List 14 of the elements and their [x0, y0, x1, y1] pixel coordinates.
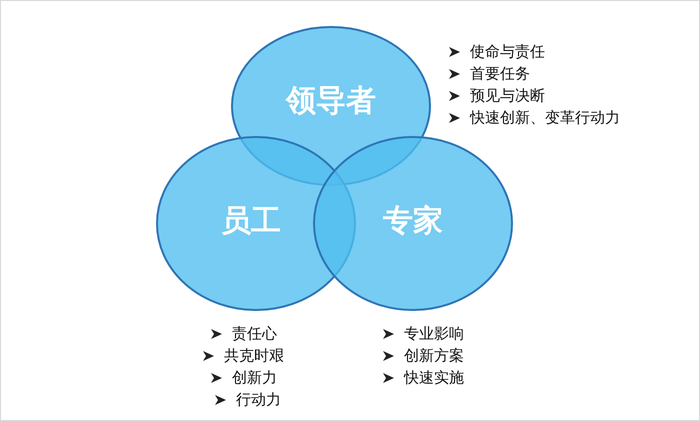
circle-label: 专家: [383, 202, 443, 240]
bullet-item: 专业影响: [404, 324, 464, 342]
bullet-item: 创新力: [232, 368, 277, 386]
circle-label: 领导者: [286, 82, 376, 120]
bullet-item: 共克时艰: [224, 346, 284, 364]
bullet-item: 责任心: [232, 324, 277, 342]
bullet-item: 创新方案: [404, 346, 464, 364]
bullet-item: 首要任务: [470, 64, 530, 82]
bullet-item: 快速创新、变革行动力: [470, 108, 620, 126]
bullet-item: 行动力: [236, 390, 281, 408]
circle-label: 员工: [221, 202, 281, 240]
bullet-item: 预见与决断: [470, 86, 545, 104]
bullet-item: 使命与责任: [470, 42, 545, 60]
bullet-item: 快速实施: [404, 368, 464, 386]
